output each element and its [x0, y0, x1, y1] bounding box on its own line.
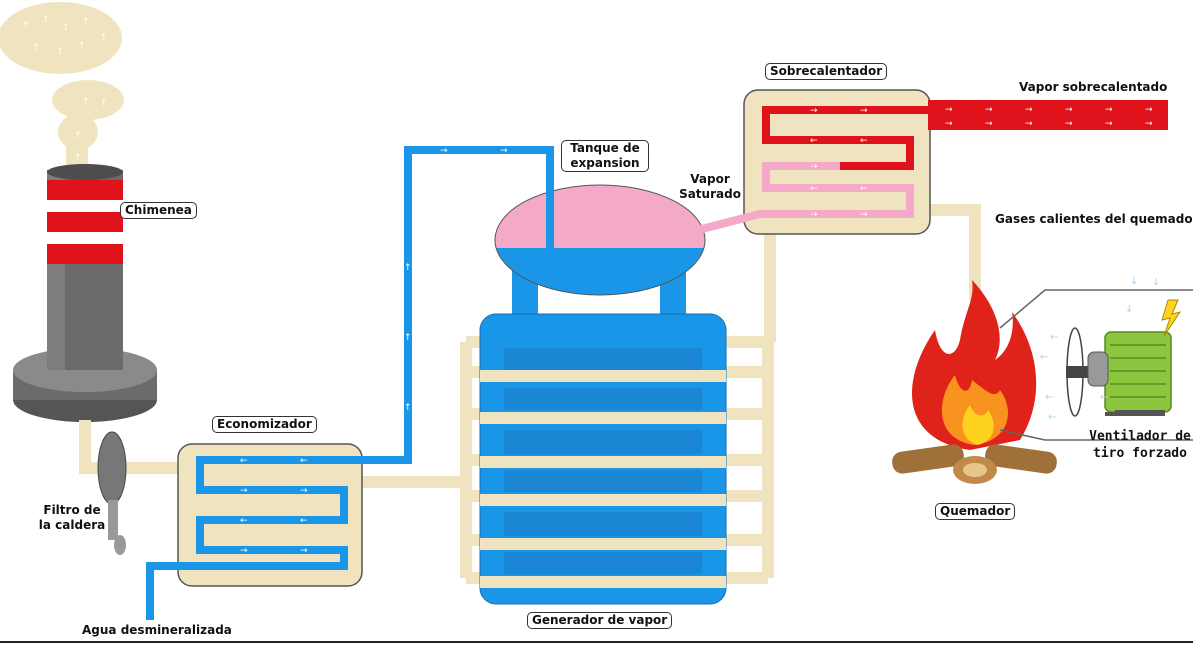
svg-text:→: → — [1065, 105, 1073, 115]
svg-text:↓: ↓ — [1130, 276, 1138, 287]
svg-text:←: ← — [810, 184, 818, 194]
svg-text:↑: ↑ — [404, 263, 412, 273]
svg-text:→: → — [1105, 105, 1113, 115]
svg-text:←: ← — [300, 456, 308, 466]
filter-label-line1: Filtro de — [43, 503, 101, 517]
burner-gases-label: Gases calientes del quemador — [995, 212, 1193, 226]
saturated-label-line2: Saturado — [679, 187, 741, 201]
svg-text:→: → — [985, 119, 993, 129]
svg-text:→: → — [300, 486, 308, 496]
tank-label-line2: expansion — [570, 156, 640, 170]
svg-text:↑: ↑ — [82, 17, 90, 27]
svg-text:←: ← — [1045, 392, 1053, 403]
svg-text:←: ← — [1048, 412, 1056, 423]
svg-text:←: ← — [1040, 352, 1048, 363]
svg-text:↑: ↑ — [32, 43, 40, 53]
svg-text:←: ← — [1100, 392, 1108, 403]
superheater-label: Sobrecalentador — [765, 63, 888, 80]
economizer: ← ← → → ← ← → → — [146, 443, 363, 620]
chimney-label: Chimenea — [120, 202, 197, 219]
svg-text:→: → — [1145, 119, 1153, 129]
svg-text:↑: ↑ — [74, 153, 82, 163]
svg-text:↑: ↑ — [42, 15, 50, 25]
svg-text:↑: ↑ — [78, 41, 86, 51]
saturated-label-line1: Vapor — [690, 172, 730, 186]
svg-text:↑: ↑ — [100, 99, 108, 109]
svg-text:→: → — [810, 210, 818, 220]
svg-text:→: → — [1025, 105, 1033, 115]
svg-text:→: → — [500, 146, 508, 156]
svg-text:→: → — [810, 162, 818, 172]
svg-text:←: ← — [240, 516, 248, 526]
svg-text:→: → — [860, 106, 868, 116]
forced-draft-fan-label: Ventilador de tiro forzado — [1085, 428, 1193, 462]
svg-text:↑: ↑ — [404, 333, 412, 343]
svg-text:→: → — [300, 546, 308, 556]
svg-text:←: ← — [240, 456, 248, 466]
svg-text:←: ← — [810, 136, 818, 146]
svg-text:→: → — [985, 105, 993, 115]
svg-text:↓: ↓ — [1125, 304, 1133, 315]
svg-text:→: → — [440, 146, 448, 156]
steam-generator-label: Generador de vapor — [527, 612, 673, 629]
svg-text:↑: ↑ — [62, 23, 70, 33]
fan-label-line1: Ventilador de — [1089, 429, 1191, 444]
filter-label: Filtro de la caldera — [36, 503, 108, 533]
burner-label: Quemador — [935, 503, 1016, 520]
chimney-icon — [13, 164, 157, 422]
fan-icon — [999, 289, 1193, 441]
smoke-plume-icon: ↑ ↑ ↑ ↑ ↑ ↑ ↑ ↑ ↑ ↑ ↑ ↑ — [0, 2, 124, 170]
svg-text:←: ← — [300, 516, 308, 526]
svg-text:↑: ↑ — [74, 131, 82, 141]
svg-text:→: → — [945, 105, 953, 115]
svg-text:↑: ↑ — [82, 97, 90, 107]
fan-label-line2: tiro forzado — [1093, 446, 1187, 461]
svg-text:←: ← — [1050, 332, 1058, 343]
svg-text:↑: ↑ — [56, 47, 64, 57]
svg-text:←: ← — [860, 136, 868, 146]
superheated-steam-pipe: → → → → → → → → → → → → — [928, 100, 1168, 130]
bottom-divider — [0, 641, 1193, 643]
svg-text:→: → — [1145, 105, 1153, 115]
superheated-steam-label: Vapor sobrecalentado — [1019, 80, 1168, 94]
electric-motor-icon — [1087, 331, 1172, 416]
svg-text:→: → — [945, 119, 953, 129]
demineralized-water-label: Agua desmineralizada — [82, 623, 232, 637]
flame-icon — [912, 280, 1037, 450]
svg-text:←: ← — [860, 184, 868, 194]
svg-text:↑: ↑ — [404, 403, 412, 413]
svg-text:↑: ↑ — [22, 21, 30, 31]
svg-text:→: → — [1025, 119, 1033, 129]
filter-label-line2: la caldera — [38, 518, 106, 532]
lightning-icon — [1161, 299, 1182, 337]
svg-text:→: → — [860, 210, 868, 220]
svg-text:→: → — [1065, 119, 1073, 129]
superheater: → → ← ← → ← ← → → — [689, 89, 931, 236]
svg-text:→: → — [1105, 119, 1113, 129]
svg-text:→: → — [240, 486, 248, 496]
expansion-tank-label: Tanque de expansion — [561, 140, 649, 172]
economizer-label: Economizador — [212, 416, 317, 433]
svg-text:↑: ↑ — [100, 33, 108, 43]
boiler-filter-icon — [97, 431, 127, 555]
svg-text:→: → — [810, 106, 818, 116]
svg-text:→: → — [240, 546, 248, 556]
firewood-icon — [892, 444, 1057, 484]
steam-generator — [479, 260, 727, 605]
saturated-steam-label: Vapor Saturado — [676, 172, 744, 202]
svg-text:↓: ↓ — [1152, 277, 1160, 288]
tank-label-line1: Tanque de — [570, 141, 640, 155]
